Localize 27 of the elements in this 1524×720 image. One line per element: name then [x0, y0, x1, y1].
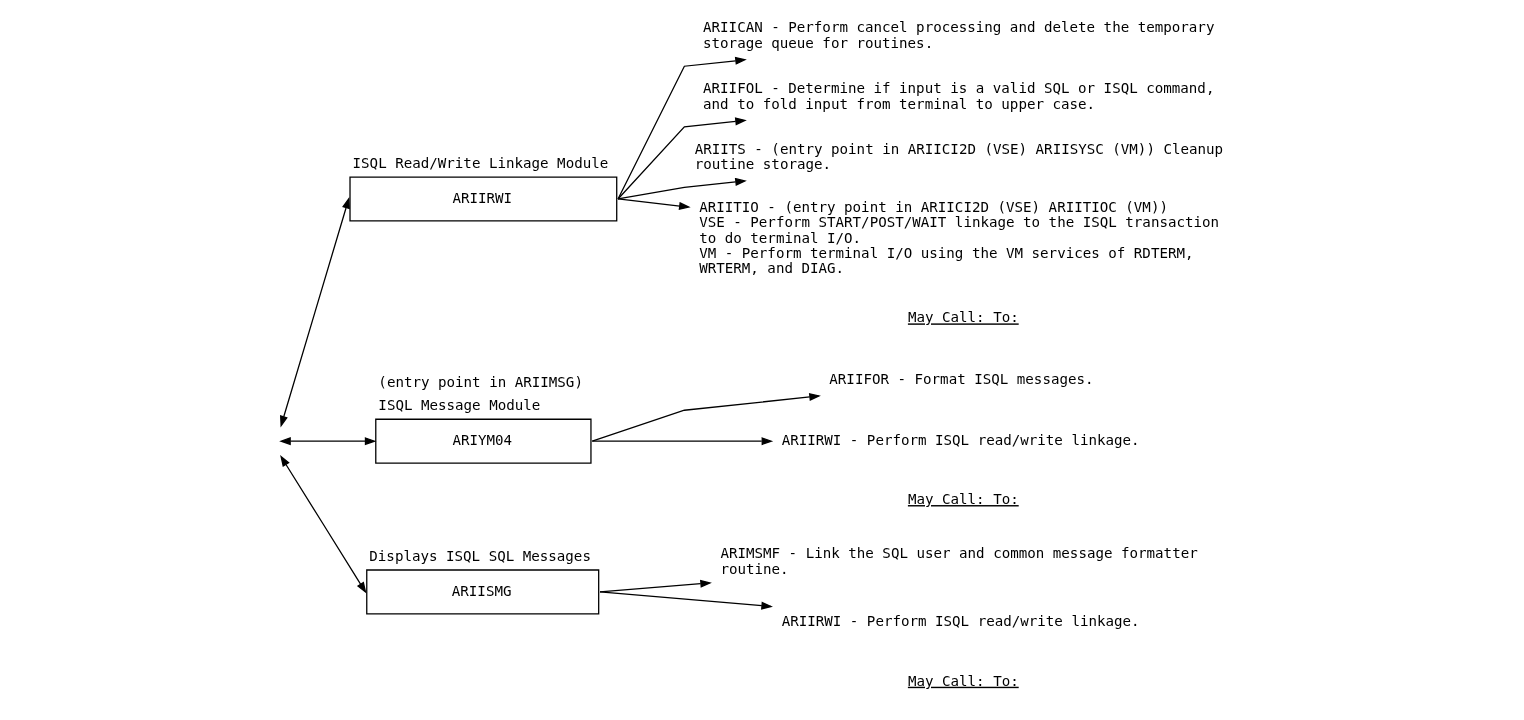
node-text: ARIIRWI - Perform ISQL read/write linkage. [781, 613, 1140, 630]
label: May Call: To: [907, 672, 1019, 689]
node-label: ISQL Message Module [377, 396, 540, 413]
node-label: (entry point in ARIIMSG) [377, 373, 583, 390]
arrow [616, 56, 747, 200]
node-text: ARIMSMF - Link the SQL user and common message formatter routine. [719, 545, 1198, 577]
node-box: ARIYM04 [374, 418, 592, 464]
node-text: ARIITS - (entry point in ARIICI2D (VSE) ARIISYSC (VM)) Cleanup routine storage. [694, 140, 1223, 173]
arrow [598, 591, 773, 610]
label: May Call: To: [907, 491, 1019, 508]
node-text: ARIIRWI - Perform ISQL read/write linkage. [781, 431, 1140, 448]
arrow [591, 437, 773, 446]
arrow [279, 455, 366, 594]
node-label: Displays ISQL SQL Messages [368, 547, 591, 564]
node-text: ARIIFOL - Determine if input is a valid SQL or ISQL command, and to fold input from terminal to upper case. [702, 80, 1214, 112]
node-box: ARIISMG [365, 569, 599, 615]
arrow [278, 437, 376, 446]
arrow [591, 392, 821, 442]
node-text: ARIIFOR - Format ISQL messages. [828, 371, 1094, 388]
arrow [279, 197, 350, 428]
node-label: ISQL Read/Write Linkage Module [352, 154, 608, 171]
node-box: ARIIRWI [348, 176, 617, 222]
arrow [616, 198, 691, 211]
arrow [616, 117, 747, 200]
label: May Call: To: [907, 309, 1019, 326]
node-text: ARIITIO - (entry point in ARIICI2D (VSE) ARIITIOC (VM)) VSE - Perform START/POST/WAIT linkage to the ISQL transaction to do terminal I/O. VM - Perform terminal I/O using the VM services of RDTERM, WRTERM, and DIAG. [698, 198, 1219, 277]
node-text: ARIICAN - Perform cancel processing and delete the temporary storage queue for routines. [702, 19, 1214, 51]
